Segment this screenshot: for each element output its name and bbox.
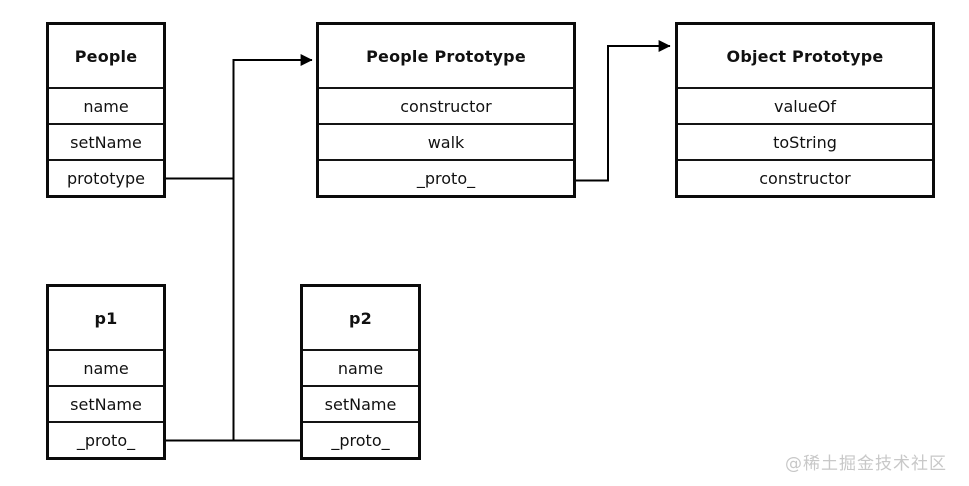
box-people-prototype-row-proto: _proto_ [319, 159, 573, 195]
box-people-row-setname: setName [49, 123, 163, 159]
box-p2-row-proto: _proto_ [303, 421, 418, 457]
box-people-row-name: name [49, 87, 163, 123]
box-people-title: People [74, 46, 138, 66]
box-p1-title: p1 [94, 308, 118, 328]
box-p2-title: p2 [349, 308, 372, 328]
box-p1-row-name: name [49, 349, 163, 385]
box-object-prototype-row-tostring: toString [678, 123, 932, 159]
box-people-prototype: People Prototype constructor walk _proto… [316, 22, 576, 198]
box-p1: p1 name setName _proto_ [46, 284, 166, 460]
box-object-prototype-title: Object Prototype [726, 46, 884, 66]
box-people-row-prototype: prototype [49, 159, 163, 195]
box-people: People name setName prototype [46, 22, 166, 198]
watermark-text: @稀土掘金技术社区 [785, 454, 947, 474]
box-object-prototype-row-constructor: constructor [678, 159, 932, 195]
box-p1-row-proto: _proto_ [49, 421, 163, 457]
connector-peopleproto-to-objectproto-arrow [576, 40, 671, 182]
box-p1-row-setname: setName [49, 385, 163, 421]
box-object-prototype: Object Prototype valueOf toString constr… [675, 22, 935, 198]
box-people-prototype-title: People Prototype [366, 46, 526, 66]
box-object-prototype-row-valueof: valueOf [678, 87, 932, 123]
box-p2: p2 name setName _proto_ [300, 284, 421, 460]
box-people-prototype-row-walk: walk [319, 123, 573, 159]
box-p2-row-setname: setName [303, 385, 418, 421]
box-people-prototype-row-constructor: constructor [319, 87, 573, 123]
box-p2-row-name: name [303, 349, 418, 385]
